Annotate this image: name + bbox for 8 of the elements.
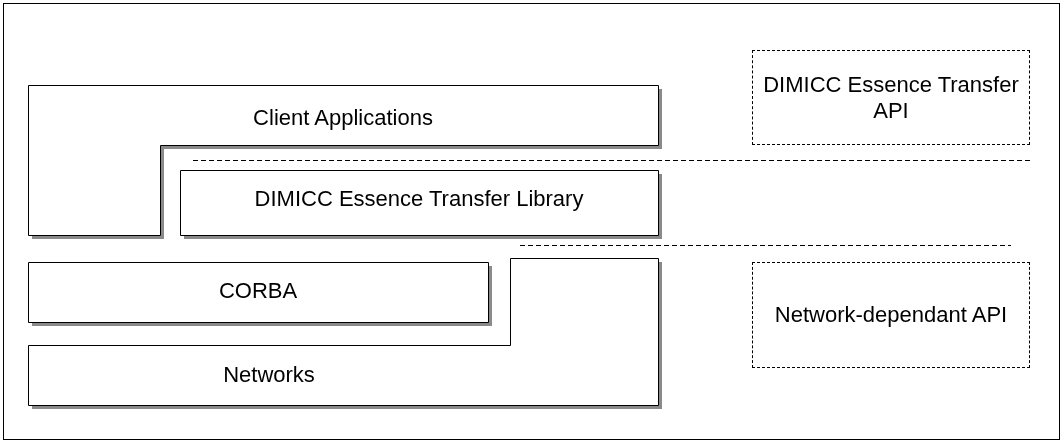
node-label: Networks: [222, 362, 316, 388]
dashed-box: [752, 50, 1030, 145]
node-label: Network-dependant API: [774, 302, 1008, 328]
node-label: DIMICC Essence Transfer Library: [253, 186, 585, 212]
node-label: Client Applications: [252, 105, 434, 131]
dashed-box: [752, 262, 1030, 368]
node-label: DIMICC Essence Transfer API: [762, 71, 1020, 124]
node-label: CORBA: [217, 278, 299, 304]
